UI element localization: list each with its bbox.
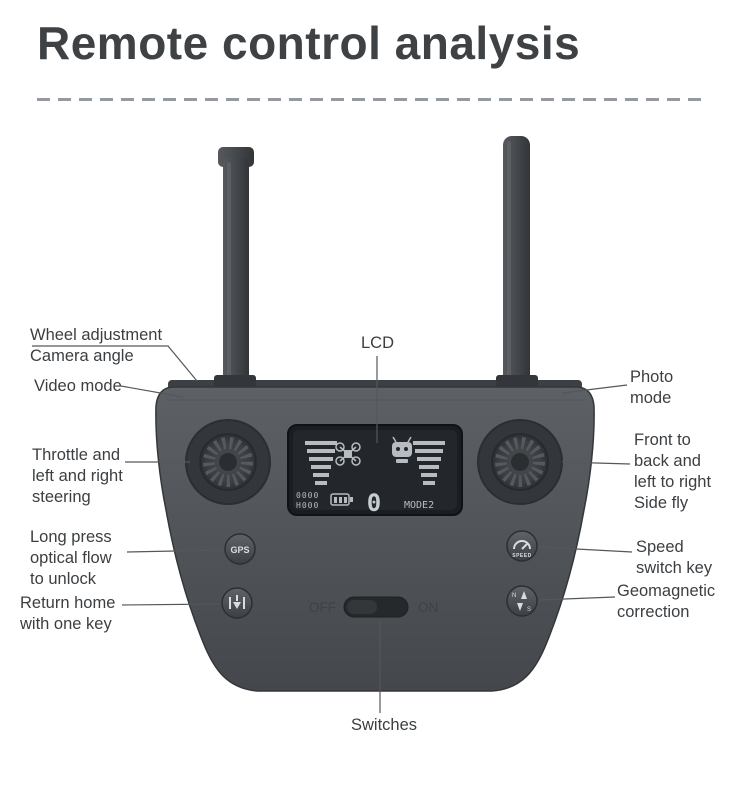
- lcd-big-digit: 0: [367, 489, 381, 517]
- leader-geomagnetic: [538, 596, 616, 601]
- callout-front-back: Front to back and left to right Side fly: [634, 431, 712, 513]
- callout-lcd: LCD: [361, 334, 395, 352]
- gauge-icon: [513, 540, 531, 550]
- callout-speed-switch: Speed switch key: [636, 538, 713, 578]
- leader-photo-mode: [561, 384, 628, 394]
- drone-icon: [335, 442, 361, 466]
- leader-return-home: [121, 603, 222, 606]
- right-antenna: [503, 136, 530, 398]
- lcd-screen: 0000 H000 0 MODE2: [287, 424, 463, 517]
- speed-button: SPEED: [506, 530, 538, 562]
- callout-throttle: Throttle and left and right steering: [32, 446, 123, 507]
- leader-front-back: [561, 461, 631, 465]
- left-joystick: [185, 419, 271, 505]
- lcd-counter-row2: H000: [296, 501, 319, 510]
- return-home-button: [221, 587, 253, 619]
- callout-video-mode: Video mode: [34, 377, 122, 395]
- on-label: ON: [418, 600, 438, 615]
- leader-wheel-adjustment: [32, 345, 198, 382]
- svg-text:S: S: [527, 607, 531, 613]
- callout-geomagnetic: Geomagnetic correction: [617, 582, 716, 622]
- callout-lines: [32, 345, 633, 713]
- robot-icon: [392, 436, 412, 463]
- power-switch: OFF ON: [309, 596, 438, 618]
- page-title: Remote control analysis: [37, 17, 581, 69]
- home-icon: [229, 595, 245, 609]
- callout-return-home: Return home with one key: [20, 594, 116, 634]
- right-joystick: [477, 419, 563, 505]
- compass-icon: N S: [512, 591, 531, 613]
- speed-button-label: SPEED: [512, 553, 531, 559]
- lcd-counter-row1: 0000: [296, 491, 319, 500]
- leader-video-mode: [120, 385, 184, 398]
- gps-button-label: GPS: [230, 545, 249, 555]
- off-label: OFF: [309, 600, 336, 615]
- signal-bars-left: [305, 441, 337, 485]
- leader-long-press: [126, 549, 225, 553]
- leader-speed-switch: [538, 546, 633, 553]
- compass-button: N S: [506, 585, 538, 617]
- title-separator: [37, 98, 706, 101]
- callout-photo-mode: Photo mode: [630, 368, 674, 408]
- svg-text:N: N: [512, 593, 516, 599]
- callout-wheel-adjustment: Wheel adjustment Camera angle: [30, 326, 163, 366]
- callout-switches: Switches: [351, 716, 418, 734]
- left-antenna: [218, 147, 254, 398]
- battery-icon: [330, 493, 353, 506]
- signal-bars-right: [413, 441, 445, 485]
- lcd-mode: MODE2: [404, 500, 434, 511]
- gps-button: GPS: [224, 533, 256, 565]
- callout-long-press: Long press optical flow to unlock: [30, 528, 112, 589]
